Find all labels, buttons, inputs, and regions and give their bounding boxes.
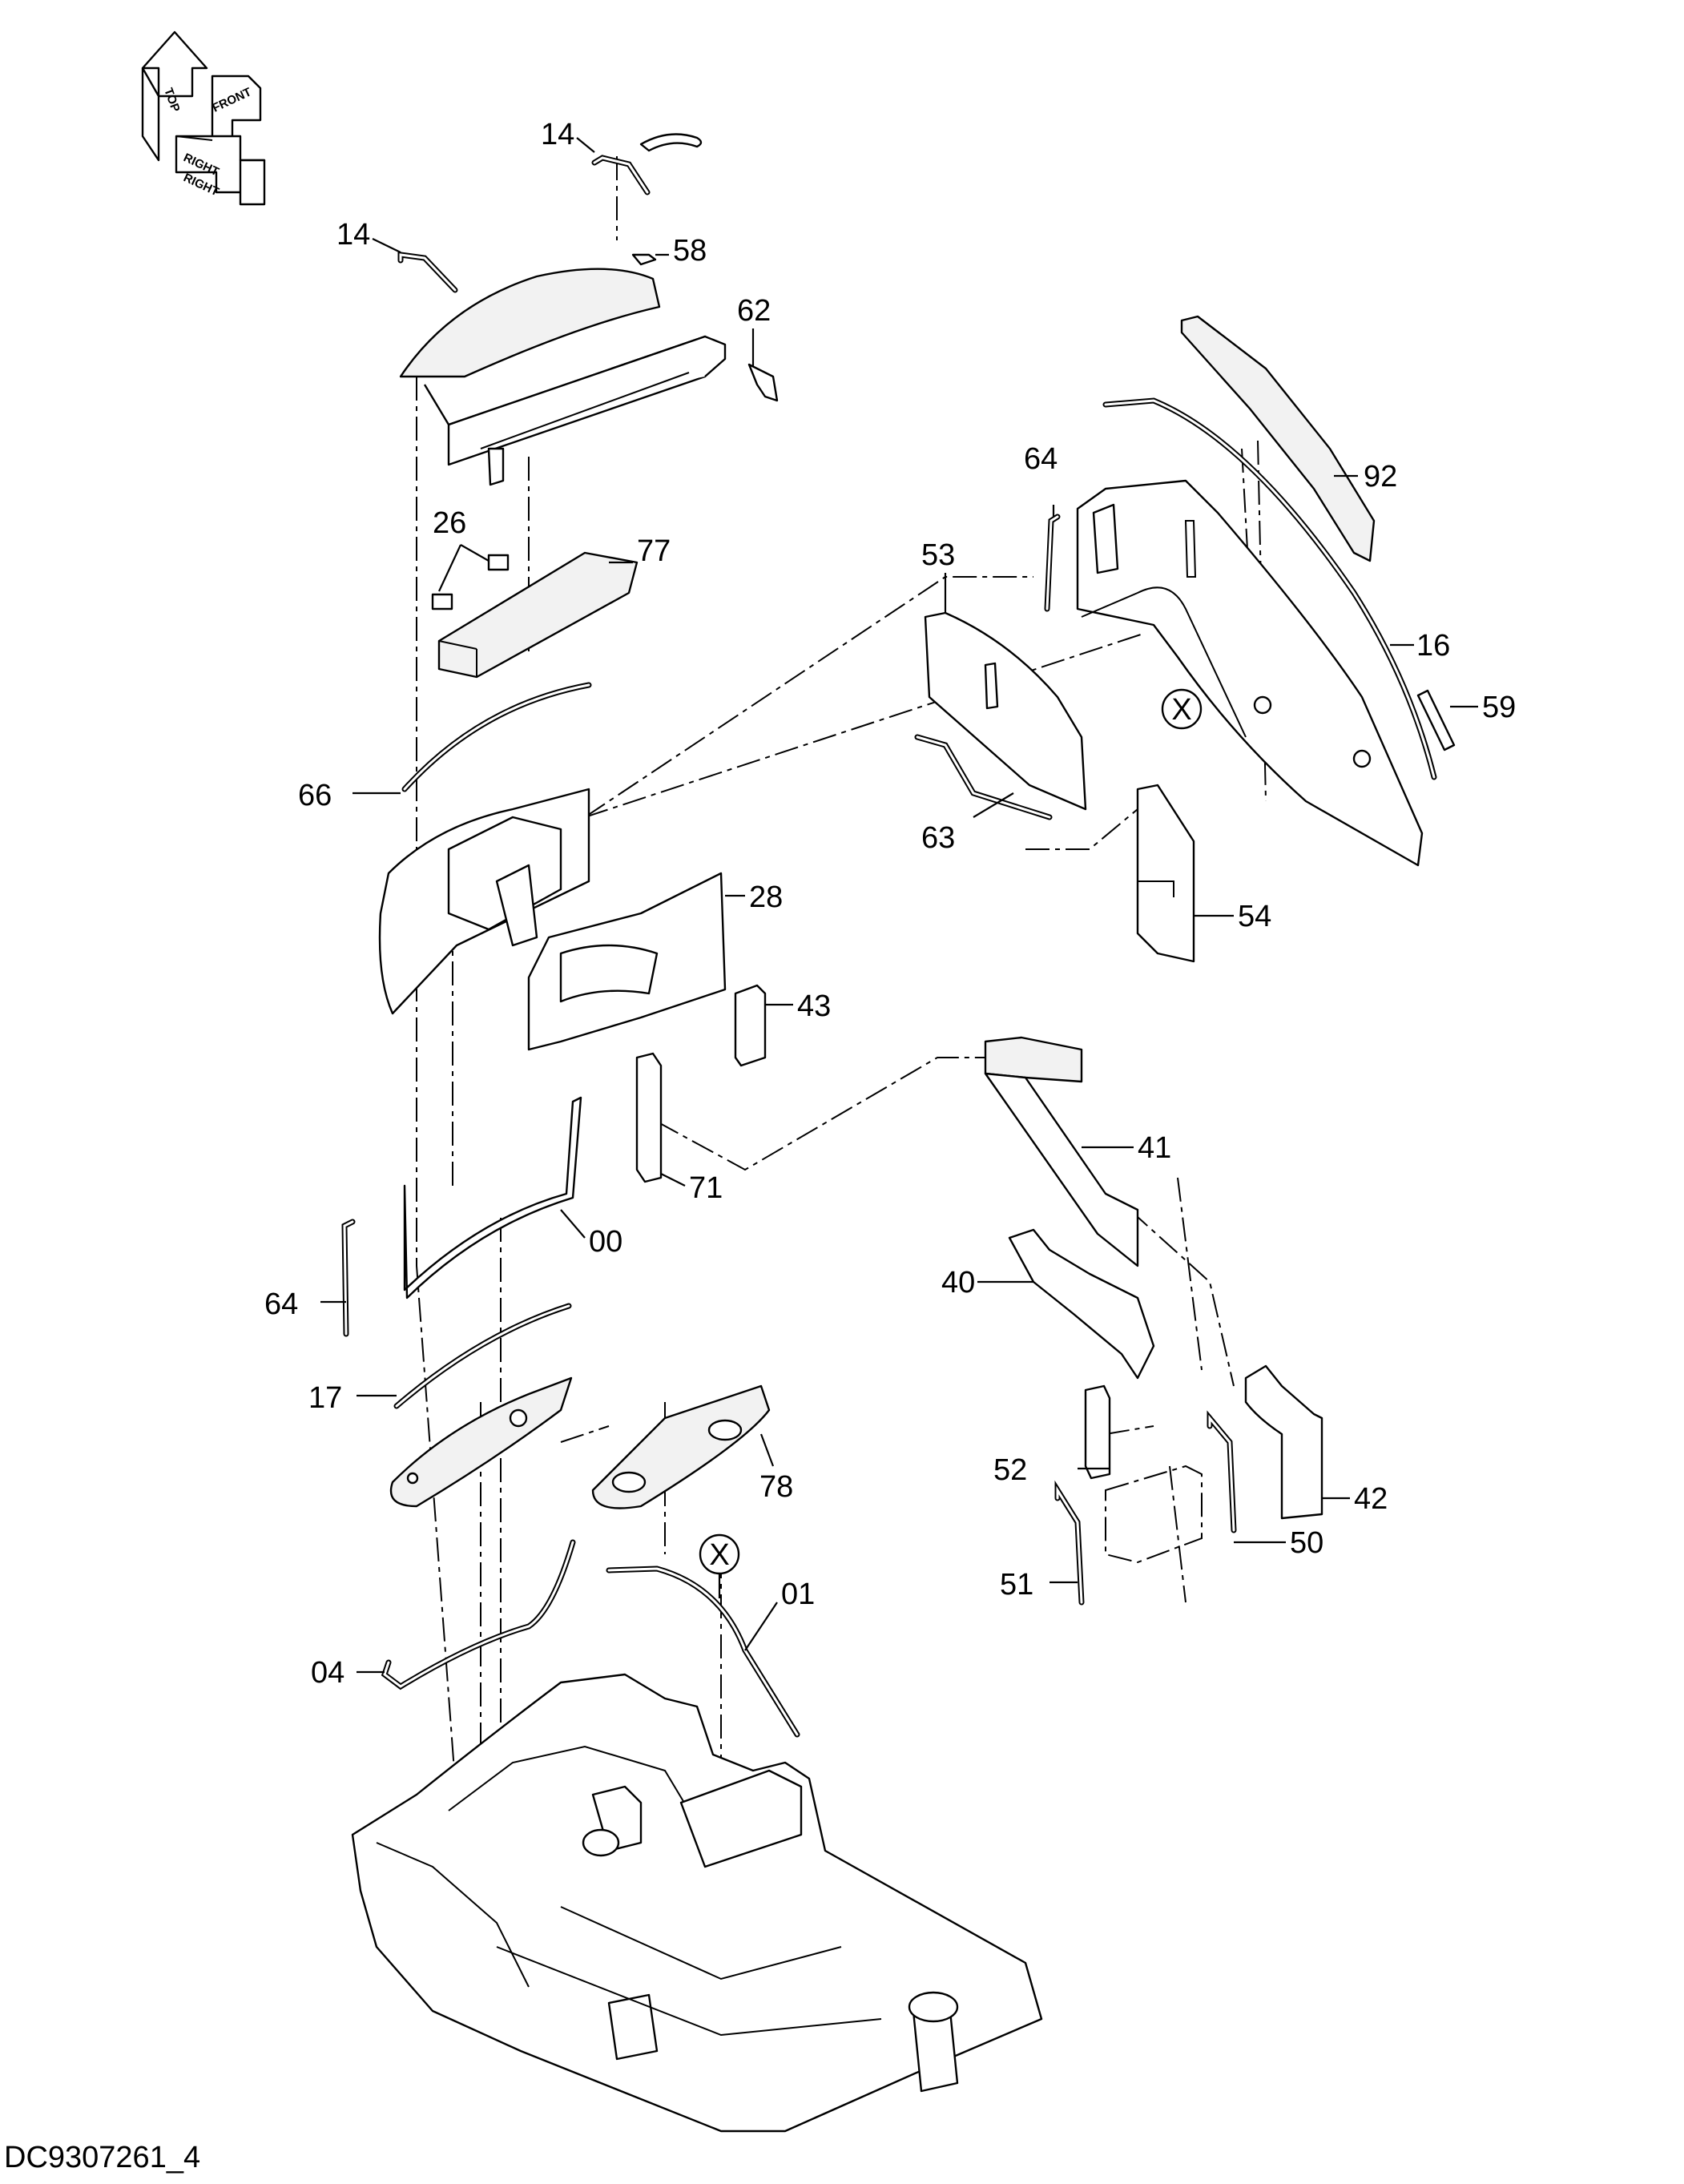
part-63-strip bbox=[914, 734, 1053, 820]
callout-labels: 14 14 58 62 26 77 66 64 53 92 16 59 63 5… bbox=[264, 118, 1516, 1690]
part-42-cover bbox=[1244, 1364, 1323, 1520]
detail-marker-x-lower-label: X bbox=[709, 1538, 729, 1572]
part-53-panel bbox=[924, 611, 1087, 811]
part-01-strip bbox=[606, 1565, 800, 1738]
console-housing bbox=[378, 788, 590, 1015]
part-40-bracket bbox=[1008, 1228, 1155, 1380]
callout-64-upper: 64 bbox=[1024, 442, 1058, 476]
detail-marker-x-lower: X bbox=[699, 1533, 740, 1598]
callout-59: 59 bbox=[1482, 691, 1516, 724]
part-00-front-panel bbox=[403, 1096, 582, 1300]
callout-71: 71 bbox=[689, 1171, 723, 1205]
callout-01: 01 bbox=[781, 1578, 815, 1611]
part-16-strip bbox=[1102, 397, 1437, 780]
callout-53: 53 bbox=[921, 538, 955, 572]
part-50-strip bbox=[1207, 1410, 1237, 1533]
callout-77: 77 bbox=[637, 534, 671, 568]
top-cover-assembly bbox=[399, 253, 779, 486]
part-41-panel bbox=[984, 1036, 1139, 1267]
part-92-strip bbox=[1180, 315, 1376, 562]
callout-16: 16 bbox=[1416, 629, 1450, 663]
callout-42: 42 bbox=[1354, 1482, 1388, 1516]
detail-marker-x-upper-label: X bbox=[1171, 693, 1191, 727]
part-14-clip-left bbox=[397, 252, 458, 293]
callout-43: 43 bbox=[797, 989, 831, 1023]
part-52-bracket bbox=[1084, 1384, 1111, 1480]
callout-41: 41 bbox=[1138, 1131, 1171, 1165]
right-side-panel-assembly bbox=[1076, 479, 1424, 867]
part-26-blocks bbox=[431, 554, 510, 610]
callout-78: 78 bbox=[759, 1470, 793, 1504]
part-71-clip bbox=[635, 1052, 663, 1183]
part-77-pad bbox=[437, 551, 639, 679]
part-66-strip bbox=[401, 682, 592, 792]
part-51-strip bbox=[1054, 1480, 1085, 1606]
callout-66: 66 bbox=[298, 779, 332, 812]
callout-62: 62 bbox=[737, 294, 771, 328]
callout-00: 00 bbox=[589, 1225, 622, 1259]
part-64-strip-lower bbox=[341, 1219, 356, 1337]
part-54-plate bbox=[1136, 784, 1195, 963]
callout-63: 63 bbox=[921, 821, 955, 855]
callout-17: 17 bbox=[308, 1381, 342, 1415]
part-59-clip bbox=[1416, 689, 1456, 752]
base-frame bbox=[351, 1673, 1043, 2133]
callout-26: 26 bbox=[433, 506, 466, 540]
callout-50: 50 bbox=[1290, 1526, 1323, 1560]
callout-64-lower: 64 bbox=[264, 1287, 298, 1321]
callout-54: 54 bbox=[1238, 900, 1271, 933]
part-28-cover bbox=[527, 872, 727, 1051]
part-78-mount bbox=[591, 1384, 771, 1509]
left-fender-piece bbox=[389, 1376, 573, 1508]
part-64-strip-upper bbox=[1044, 514, 1061, 612]
part-14-clip-upper bbox=[591, 133, 703, 195]
part-17-strip bbox=[393, 1303, 572, 1409]
callout-52: 52 bbox=[993, 1453, 1027, 1487]
callout-04: 04 bbox=[311, 1656, 344, 1690]
callout-40: 40 bbox=[941, 1266, 975, 1300]
orientation-icon: TOP FRONT RIGHT RIGHT bbox=[141, 30, 266, 206]
part-43-bracket bbox=[734, 984, 767, 1067]
hidden-bracket-outline bbox=[1105, 1465, 1203, 1564]
callout-58: 58 bbox=[673, 234, 707, 268]
callout-28: 28 bbox=[749, 880, 783, 914]
document-id: DC9307261_4 bbox=[4, 2141, 200, 2174]
callout-14-left: 14 bbox=[336, 218, 370, 252]
leader-lines bbox=[320, 137, 1478, 1674]
callout-51: 51 bbox=[1000, 1568, 1033, 1602]
callout-92: 92 bbox=[1364, 460, 1397, 494]
part-04-strip bbox=[381, 1539, 576, 1690]
callout-14-upper: 14 bbox=[541, 118, 574, 151]
detail-marker-x-upper: X bbox=[1161, 688, 1203, 730]
